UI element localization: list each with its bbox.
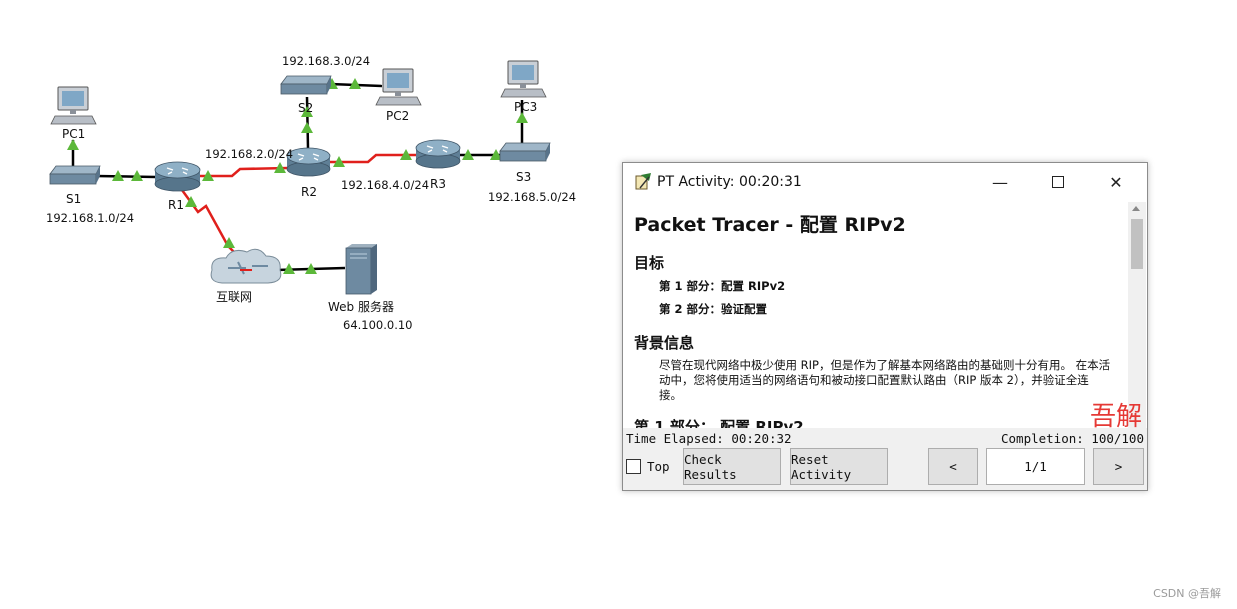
activity-status-bar: Time Elapsed: 00:20:32 Completion: 100/1… — [623, 428, 1147, 490]
reset-activity-button[interactable]: Reset Activity — [790, 448, 888, 485]
s3-label: S3 — [516, 170, 532, 184]
page-indicator: 1/1 — [986, 448, 1085, 485]
r2-label: R2 — [301, 185, 317, 199]
overlay-red-text: 吾解 — [1090, 402, 1143, 432]
link-s1-r1[interactable] — [95, 174, 157, 179]
previous-page-button[interactable]: < — [928, 448, 978, 485]
maximize-button[interactable] — [1029, 163, 1087, 201]
window-titlebar[interactable]: PT Activity: 00:20:31 — ✕ — [623, 163, 1147, 201]
r1-router-icon[interactable] — [154, 161, 201, 192]
internet-label: 互联网 — [216, 290, 253, 304]
minimize-icon: — — [992, 172, 1008, 192]
pt-activity-icon — [635, 173, 651, 190]
instructions-pane[interactable]: Packet Tracer - 配置 RIPv2 目标 第 1 部分：配置 RI… — [624, 202, 1127, 428]
next-page-button[interactable]: > — [1093, 448, 1144, 485]
pt-activity-window: PT Activity: 00:20:31 — ✕ Packet Tracer … — [622, 162, 1148, 491]
maximize-icon — [1052, 176, 1064, 188]
objective-part-2: 第 2 部分：验证配置 — [659, 302, 768, 316]
window-title: PT Activity: 00:20:31 — [657, 174, 802, 190]
web-server-icon[interactable] — [345, 244, 377, 295]
section-heading-partial: 第 1 部分： 配置 RIPv2 — [634, 418, 804, 428]
close-icon: ✕ — [1109, 172, 1123, 192]
r1-label: R1 — [168, 198, 184, 212]
network-label-lan5: 192.168.5.0/24 — [488, 190, 577, 204]
internet-cloud-icon[interactable] — [210, 248, 282, 284]
link-r1-r2-serial[interactable] — [200, 166, 289, 178]
web-server-ip-label: 64.100.0.10 — [343, 318, 413, 332]
s2-label: S2 — [298, 101, 314, 115]
background-paragraph: 尽管在现代网络中极少使用 RIP，但是作为了解基本网络路由的基础则十分有用。 在… — [659, 358, 1111, 402]
check-results-button[interactable]: Check Results — [683, 448, 781, 485]
r3-label: R3 — [430, 177, 446, 191]
r2-router-icon[interactable] — [286, 147, 331, 177]
s1-label: S1 — [66, 192, 82, 206]
s1-switch-icon[interactable] — [49, 165, 101, 185]
pc1-icon[interactable] — [50, 86, 97, 125]
network-label-r2r3: 192.168.4.0/24 — [341, 178, 430, 192]
time-elapsed: Time Elapsed: 00:20:32 — [626, 431, 792, 446]
minimize-button[interactable]: — — [971, 163, 1029, 201]
completion-score: Completion: 100/100 — [1001, 431, 1144, 446]
s3-switch-icon[interactable] — [499, 142, 551, 162]
network-label-r1r2: 192.168.2.0/24 — [205, 147, 294, 161]
pc1-label: PC1 — [62, 127, 86, 141]
pc2-icon[interactable] — [375, 68, 422, 106]
pc2-label: PC2 — [386, 109, 410, 123]
network-label-lan1: 192.168.1.0/24 — [46, 211, 135, 225]
pc3-icon[interactable] — [500, 60, 547, 98]
objectives-heading: 目标 — [634, 254, 665, 272]
web-server-label: Web 服务器 — [328, 300, 394, 314]
instructions-scrollbar[interactable] — [1128, 202, 1146, 428]
pc3-label: PC3 — [514, 100, 538, 114]
objective-part-1: 第 1 部分：配置 RIPv2 — [659, 279, 786, 293]
background-heading: 背景信息 — [634, 334, 695, 352]
top-checkbox[interactable] — [626, 459, 641, 474]
csdn-watermark: CSDN @吾解 — [1153, 587, 1221, 600]
instructions-heading: Packet Tracer - 配置 RIPv2 — [634, 214, 906, 236]
network-label-lan3: 192.168.3.0/24 — [282, 54, 371, 68]
scrollbar-thumb[interactable] — [1131, 219, 1143, 269]
link-s2-r2[interactable] — [305, 96, 310, 149]
s2-switch-icon[interactable] — [280, 75, 332, 95]
r3-router-icon[interactable] — [415, 139, 461, 169]
network-topology — [49, 60, 551, 295]
close-button[interactable]: ✕ — [1087, 163, 1145, 201]
link-r2-r3-serial[interactable] — [330, 153, 418, 164]
top-checkbox-label: Top — [647, 459, 670, 474]
scroll-up-arrow-icon[interactable] — [1132, 206, 1140, 211]
